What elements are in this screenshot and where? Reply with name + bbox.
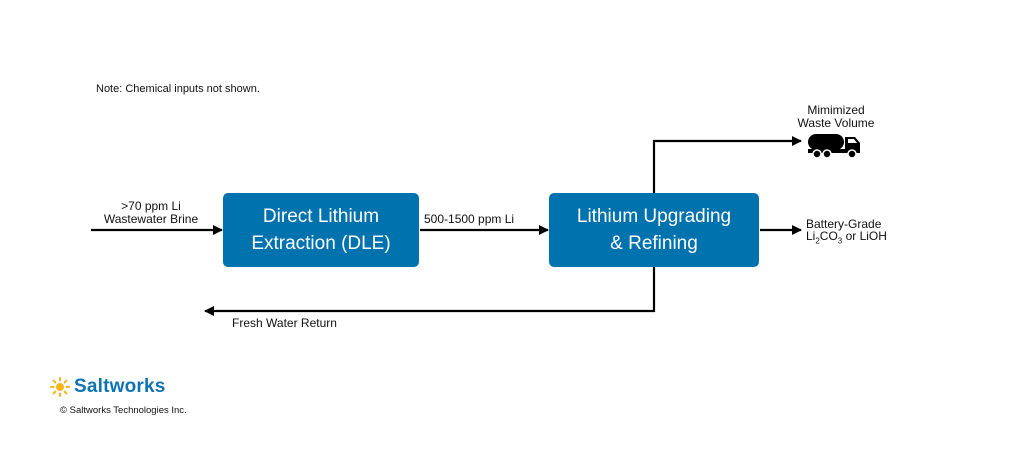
waste-line-1: Mimimized (807, 103, 865, 117)
product-line-1: Battery-Grade (806, 217, 882, 231)
brand-name: Saltworks (74, 376, 166, 397)
tanker-truck-icon (808, 134, 860, 159)
copyright-text: © Saltworks Technologies Inc. (60, 405, 187, 416)
product-line-2: Li2CO3 or LiOH (806, 230, 887, 247)
saltworks-logo: Saltworks (50, 376, 166, 398)
product-rest: or LiOH (842, 229, 887, 243)
sun-icon (50, 377, 70, 397)
refining-process-box: Lithium Upgrading & Refining (549, 193, 759, 267)
waste-volume-label: Mimimized Waste Volume (786, 104, 886, 130)
refining-line-2: & Refining (610, 233, 698, 254)
product-sub-2: 2 (815, 236, 820, 246)
product-sub-3: 3 (837, 236, 843, 246)
input-source: Wastewater Brine (103, 212, 199, 226)
dle-line-1: Direct Lithium (262, 206, 380, 227)
dle-process-box: Direct Lithium Extraction (DLE) (223, 193, 419, 267)
product-li: Li (806, 229, 816, 243)
refining-line-1: Lithium Upgrading (576, 206, 732, 227)
fresh-water-return-arrow (204, 267, 656, 316)
waste-output-arrow (652, 136, 802, 193)
intermediate-concentration-label: 500-1500 ppm Li (424, 212, 515, 226)
input-brine-label: >70 ppm Li Wastewater Brine (90, 200, 212, 226)
product-co: CO (819, 229, 838, 243)
product-label: Battery-Grade Li2CO3 or LiOH (806, 218, 887, 247)
chemical-inputs-note: Note: Chemical inputs not shown. (96, 83, 260, 95)
dle-line-2: Extraction (DLE) (251, 233, 391, 254)
waste-line-2: Waste Volume (797, 116, 875, 130)
input-concentration: >70 ppm Li (121, 199, 181, 213)
fresh-water-return-label: Fresh Water Return (232, 316, 337, 330)
